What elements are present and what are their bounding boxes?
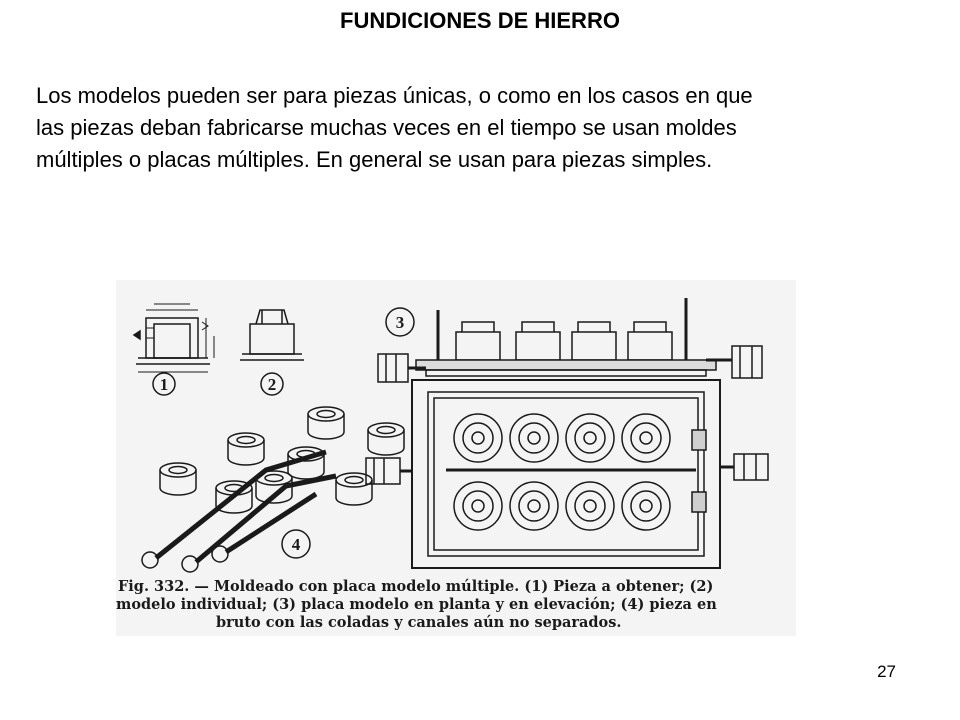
figure-label-3: 3 (396, 313, 405, 332)
technical-drawing: 1 2 3 4 (132, 298, 769, 573)
page-number: 27 (877, 662, 896, 681)
figure-332: 1 2 3 4 Fig. 332. — Moldeado con placa m… (116, 280, 796, 636)
rough-casting-sketch (141, 406, 405, 573)
plan-circles-bottom (453, 481, 671, 531)
label-circle-3 (385, 307, 415, 337)
figure-caption: Fig. 332. — Moldeado con placa modelo mú… (116, 578, 796, 632)
plan-circles-top (453, 413, 671, 463)
caption-line: Fig. 332. — Moldeado con placa modelo mú… (118, 578, 714, 595)
boss-row (455, 321, 673, 361)
individual-pattern-drawing (240, 309, 304, 361)
caption-line: modelo individual; (3) placa modelo en p… (116, 596, 717, 613)
figure-label-4: 4 (292, 535, 301, 554)
part-section-drawing (132, 303, 215, 373)
slide-title: FUNDICIONES DE HIERRO (340, 8, 620, 33)
plate-plan-view (365, 379, 769, 569)
body-paragraph: Los modelos pueden ser para piezas única… (36, 83, 753, 172)
label-circle-4 (281, 529, 311, 559)
label-circle-1 (152, 372, 176, 396)
figure-label-1: 1 (160, 375, 169, 394)
figure-label-2: 2 (268, 375, 277, 394)
label-circle-2 (260, 372, 284, 396)
plate-elevation-view (377, 298, 763, 383)
caption-line: bruto con las coladas y canales aún no s… (216, 614, 622, 631)
